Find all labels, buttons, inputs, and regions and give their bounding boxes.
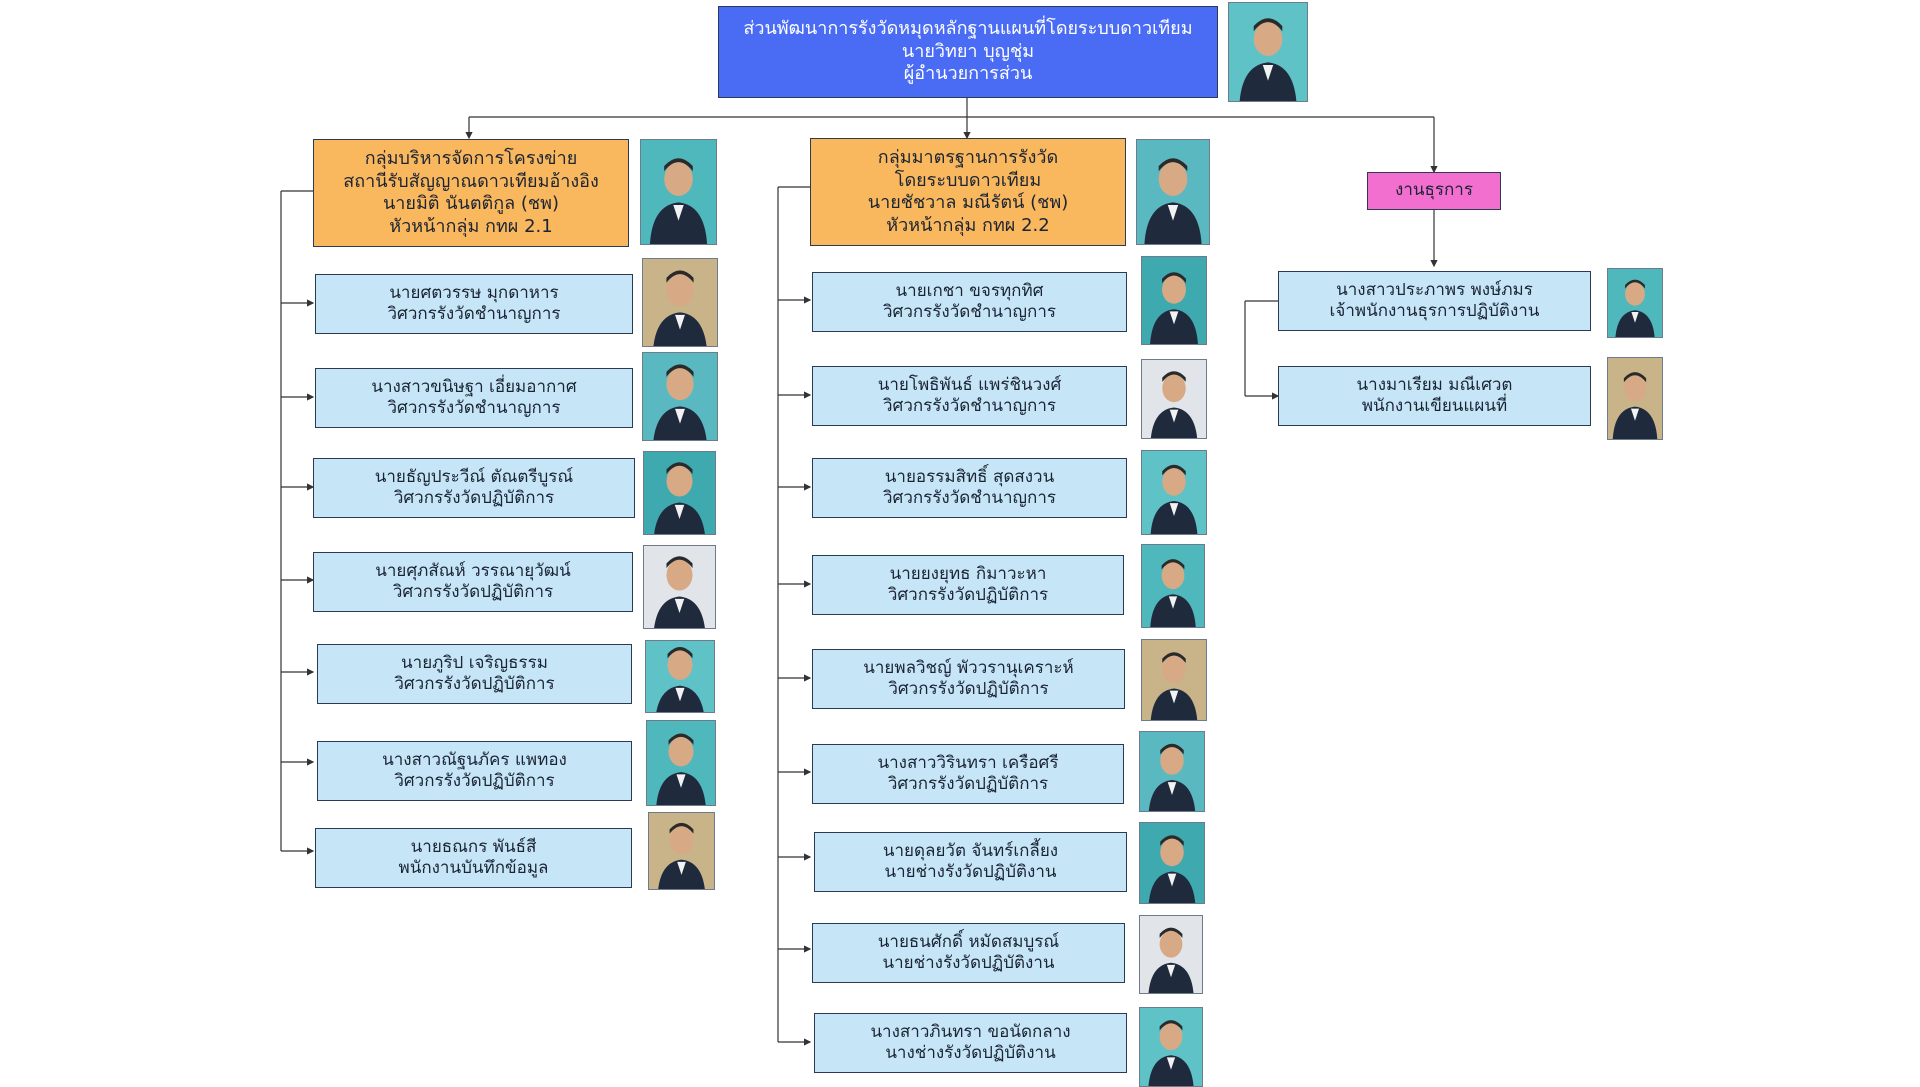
group-lead-box: กลุ่มมาตรฐานการรังวัด โดยระบบดาวเทียม นา… <box>810 138 1126 246</box>
member-card: นางมาเรียม มณีเศวต พนักงานเขียนแผนที่ <box>1278 366 1591 426</box>
member-position: วิศวกรรังวัดชำนาญการ <box>882 488 1057 508</box>
member-photo <box>1141 450 1207 535</box>
group-title: กลุ่มมาตรฐานการรังวัด <box>877 147 1059 168</box>
director-box: ส่วนพัฒนาการรังวัดหมุดหลักฐานแผนที่โดยระ… <box>718 6 1218 98</box>
member-photo <box>643 451 716 535</box>
member-card: นางสาวภินทรา ขอนัดกลาง นางช่างรังวัดปฏิบ… <box>814 1013 1127 1073</box>
member-photo <box>1141 639 1207 721</box>
member-position: วิศวกรรังวัดชำนาญการ <box>387 304 561 324</box>
group-lead-box: กลุ่มบริหารจัดการโครงข่าย สถานีรับสัญญาณ… <box>313 139 629 247</box>
group-lead-photo <box>1136 139 1210 245</box>
member-name: นายพลวิชญ์ พัววรานุเคราะห์ <box>863 657 1074 678</box>
member-position: วิศวกรรังวัดปฏิบัติการ <box>394 771 555 791</box>
member-position: วิศวกรรังวัดปฏิบัติการ <box>887 774 1049 794</box>
member-name: นายดุลยวัต จันทร์เกลี้ยง <box>882 840 1059 861</box>
member-photo <box>1141 359 1207 439</box>
member-photo <box>648 812 715 890</box>
director-photo <box>1228 2 1308 102</box>
member-photo <box>1141 544 1205 628</box>
member-card: นางสาววิรินทรา เครือศรี วิศวกรรังวัดปฏิบ… <box>812 744 1124 804</box>
member-card: นายโพธิพันธ์ แพร่ชินวงศ์ วิศวกรรังวัดชำน… <box>812 366 1127 426</box>
member-photo <box>645 640 715 713</box>
member-position: วิศวกรรังวัดชำนาญการ <box>882 396 1057 416</box>
member-position: วิศวกรรังวัดปฏิบัติการ <box>392 582 554 602</box>
member-name: นางสาวภินทรา ขอนัดกลาง <box>870 1021 1071 1042</box>
member-card: นายดุลยวัต จันทร์เกลี้ยง นายช่างรังวัดปฏ… <box>814 832 1127 892</box>
director-title: ส่วนพัฒนาการรังวัดหมุดหลักฐานแผนที่โดยระ… <box>743 18 1193 40</box>
member-photo <box>1607 268 1663 338</box>
member-card: นายศุภสัณห์ วรรณายุวัฒน์ วิศวกรรังวัดปฏิ… <box>313 552 633 612</box>
member-position: นางช่างรังวัดปฏิบัติงาน <box>885 1043 1056 1063</box>
member-card: นางสาวณัฐนภัคร แพทอง วิศวกรรังวัดปฏิบัติ… <box>317 741 632 801</box>
member-name: นางสาวณัฐนภัคร แพทอง <box>382 749 567 770</box>
member-card: นายศตวรรษ มุกดาหาร วิศวกรรังวัดชำนาญการ <box>315 274 633 334</box>
member-name: นายศุภสัณห์ วรรณายุวัฒน์ <box>375 560 571 581</box>
member-name: นายยงยุทธ กิมาวะหา <box>889 563 1047 584</box>
member-photo <box>1141 256 1207 345</box>
member-card: นายเกชา ขจรทุกทิศ วิศวกรรังวัดชำนาญการ <box>812 272 1127 332</box>
member-photo <box>642 258 718 347</box>
member-position: นายช่างรังวัดปฏิบัติงาน <box>882 953 1055 973</box>
member-photo <box>1139 731 1205 812</box>
member-card: นางสาวประภาพร พงษ์ภมร เจ้าพนักงานธุรการป… <box>1278 271 1591 331</box>
member-name: นางสาวขนิษฐา เอี่ยมอากาศ <box>371 376 577 397</box>
member-position: นายช่างรังวัดปฏิบัติงาน <box>884 862 1057 882</box>
director-name: นายวิทยา บุญชุ่ม <box>901 40 1035 62</box>
member-name: นายธัญประวีณ์ ตัณตรีบูรณ์ <box>374 466 574 487</box>
member-photo <box>646 720 716 806</box>
member-card: นายธณกร พันธ์สี พนักงานบันทึกข้อมูล <box>315 828 632 888</box>
admin-section-title: งานธุรการ <box>1395 180 1473 201</box>
group-title: กลุ่มบริหารจัดการโครงข่าย <box>364 148 578 169</box>
group-title: สถานีรับสัญญาณดาวเทียมอ้างอิง <box>343 170 599 192</box>
member-name: นางสาววิรินทรา เครือศรี <box>877 752 1059 773</box>
member-photo <box>643 545 716 629</box>
member-card: นายอรรมสิทธิ์ สุดสงวน วิศวกรรังวัดชำนาญก… <box>812 458 1127 518</box>
member-position: เจ้าพนักงานธุรการปฏิบัติงาน <box>1329 301 1540 321</box>
member-photo <box>642 352 718 441</box>
member-position: พนักงานบันทึกข้อมูล <box>398 858 549 878</box>
group-lead-name: นายชัชวาล มณีรัตน์ (ชพ) <box>867 192 1069 213</box>
member-position: วิศวกรรังวัดปฏิบัติการ <box>393 488 555 508</box>
member-position: วิศวกรรังวัดปฏิบัติการ <box>394 674 555 694</box>
group-lead-position: หัวหน้ากลุ่ม กทผ 2.2 <box>886 214 1050 236</box>
member-card: นายธนศักดิ์ หมัดสมบูรณ์ นายช่างรังวัดปฏิ… <box>812 923 1125 983</box>
member-photo <box>1139 822 1205 904</box>
member-card: นายภูริป เจริญธรรม วิศวกรรังวัดปฏิบัติกา… <box>317 644 632 704</box>
director-position: ผู้อำนวยการส่วน <box>903 63 1033 85</box>
member-position: พนักงานเขียนแผนที่ <box>1361 396 1508 416</box>
group-lead-photo <box>640 139 717 245</box>
admin-section-box: งานธุรการ <box>1367 172 1501 210</box>
member-name: นายธนศักดิ์ หมัดสมบูรณ์ <box>877 931 1060 952</box>
member-card: นายพลวิชญ์ พัววรานุเคราะห์ วิศวกรรังวัดป… <box>812 649 1125 709</box>
member-name: นายภูริป เจริญธรรม <box>401 652 548 673</box>
member-name: นายเกชา ขจรทุกทิศ <box>895 280 1044 301</box>
member-position: วิศวกรรังวัดปฏิบัติการ <box>888 679 1049 699</box>
member-card: นายธัญประวีณ์ ตัณตรีบูรณ์ วิศวกรรังวัดปฏ… <box>313 458 635 518</box>
member-name: นายอรรมสิทธิ์ สุดสงวน <box>884 466 1055 487</box>
member-photo <box>1607 357 1663 440</box>
member-name: นางสาวประภาพร พงษ์ภมร <box>1336 279 1533 300</box>
member-name: นายศตวรรษ มุกดาหาร <box>389 282 559 303</box>
member-position: วิศวกรรังวัดชำนาญการ <box>882 302 1057 322</box>
member-card: นายยงยุทธ กิมาวะหา วิศวกรรังวัดปฏิบัติกา… <box>812 555 1124 615</box>
member-position: วิศวกรรังวัดปฏิบัติการ <box>887 585 1049 605</box>
member-name: นายธณกร พันธ์สี <box>410 836 537 857</box>
group-title: โดยระบบดาวเทียม <box>894 169 1042 191</box>
group-lead-position: หัวหน้ากลุ่ม กทผ 2.1 <box>389 215 553 237</box>
member-position: วิศวกรรังวัดชำนาญการ <box>387 398 561 418</box>
member-name: นายโพธิพันธ์ แพร่ชินวงศ์ <box>877 374 1062 395</box>
group-lead-name: นายมิติ นันตติกูล (ชพ) <box>382 193 559 214</box>
member-card: นางสาวขนิษฐา เอี่ยมอากาศ วิศวกรรังวัดชำน… <box>315 368 633 428</box>
member-photo <box>1139 915 1203 994</box>
member-name: นางมาเรียม มณีเศวต <box>1356 374 1513 395</box>
member-photo <box>1139 1007 1203 1087</box>
